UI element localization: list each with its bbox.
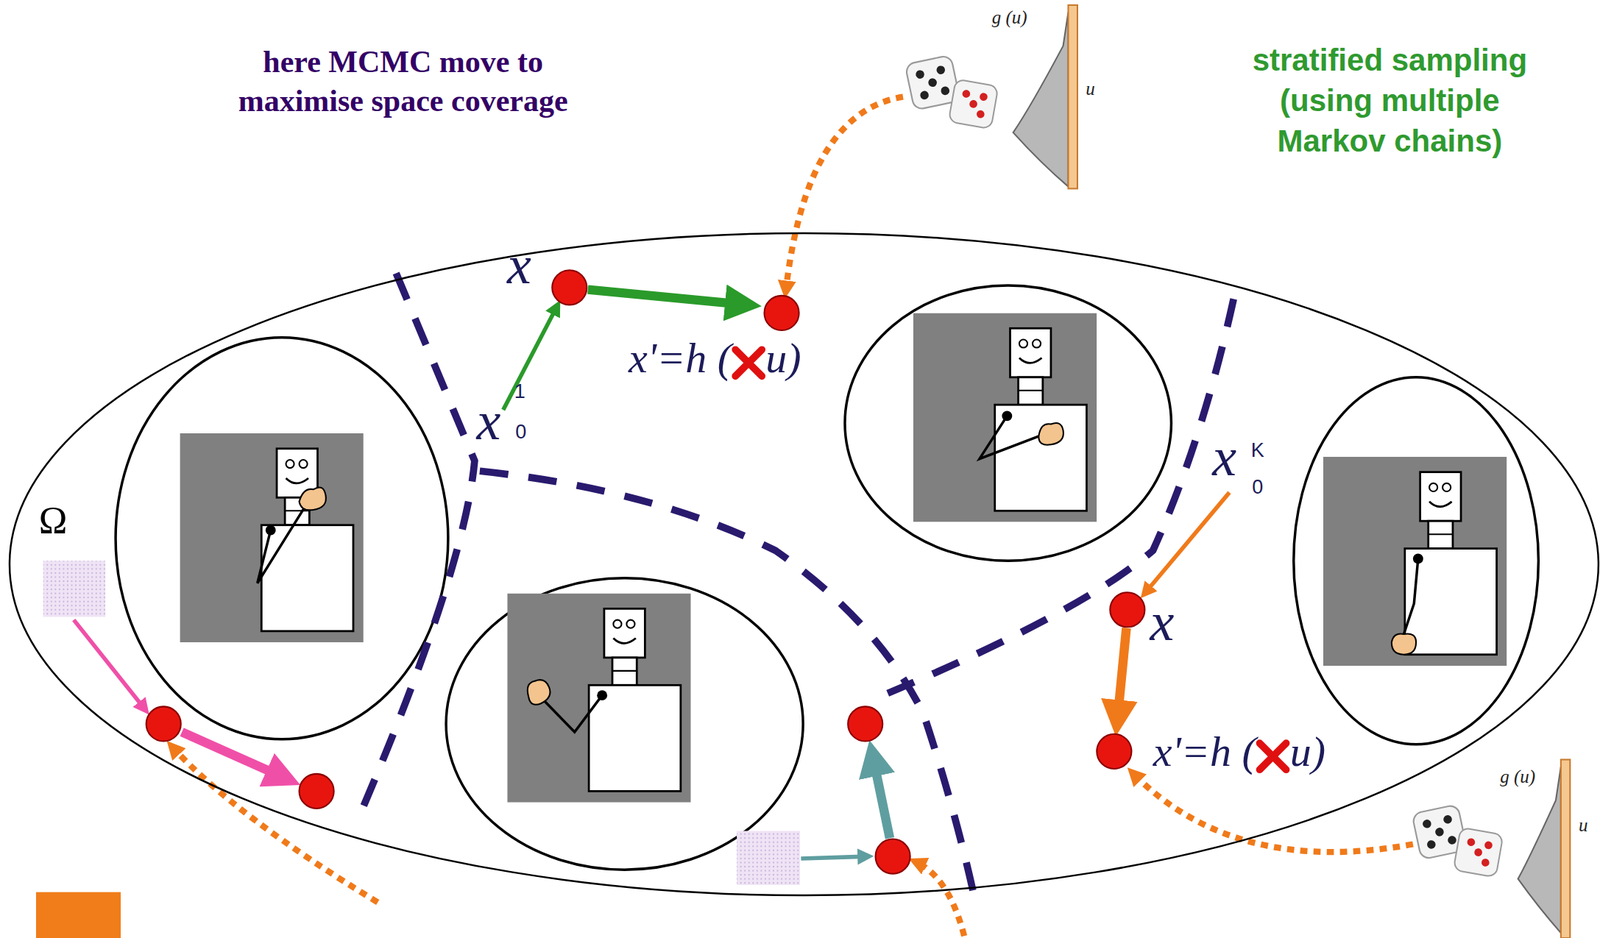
chain-arrow [588,289,748,306]
robot-figure [913,312,1097,522]
logo-square [36,892,121,938]
index-label: K [1251,440,1265,461]
chain-arrow [1144,492,1230,594]
index-label: 0 [515,422,527,443]
robot-figure [265,525,276,536]
region-circles [1293,377,1539,745]
sample-dot [875,839,911,875]
start-square [736,830,800,885]
index-label: 0 [1251,477,1263,498]
ellipse-outline [8,231,1600,898]
state-label: x [1150,594,1175,650]
function-label: g (u) [992,8,1028,27]
robot-figure [1391,634,1417,656]
density-plot [1560,759,1570,938]
axis-label: u [1578,816,1589,835]
logo-square [36,892,121,938]
robot-figure [596,690,608,701]
chain-arrow [73,620,145,711]
dice-icon [948,78,999,129]
robot-figure [257,499,310,584]
density-plot [1518,766,1561,934]
proposal-label: u) [1290,730,1326,774]
robot-figure [299,487,327,511]
robot-figure [1038,423,1064,446]
region-circles [844,285,1171,561]
stratum-boundary [887,285,1237,694]
random-draw-arrow [915,861,965,937]
chain-arrow [872,755,890,840]
sample-dot [1109,592,1145,628]
sample-dot [847,706,883,742]
robot-figure [1001,411,1012,422]
space-symbol: Ω [39,501,68,541]
index-label: 1 [514,381,526,402]
state-label: x [507,237,532,293]
robot-figure [540,695,603,733]
robot-figure [179,312,1507,803]
axis-label: u [1085,79,1096,98]
proposal-label: u) [765,337,801,380]
stratum-boundary [479,471,975,898]
chain-arrow [1117,628,1127,723]
start-square [43,560,800,886]
state-label: x [476,393,501,449]
density-plot [1067,5,1077,189]
heading-text: stratified sampling (using multiple Mark… [1208,40,1571,162]
sample-dot [763,295,799,331]
sample-dot [299,774,335,809]
robot-figure [179,433,363,643]
density-plot [1013,12,1069,187]
proposal-label: x'=h ( [1153,730,1257,774]
space-ellipse: Ω [8,231,1600,898]
ellipse-outline [9,233,1599,896]
stratum-boundary [357,273,475,821]
sample-dot [146,270,1146,874]
robot-figure [507,593,691,803]
dice-icon [1453,827,1504,879]
sample-dot [551,270,587,305]
robot-figure [1413,554,1424,565]
chain-arrow [800,856,867,859]
chain-arrow [73,289,1230,859]
cross-mark [1259,743,1287,770]
random-draw-arrow [1132,772,1414,853]
region-circles [115,285,1539,870]
chain-arrow [503,306,558,410]
region-circles [445,578,803,870]
dice-icon [905,55,1504,879]
region-circles [115,337,449,740]
function-label: g (u) [1499,767,1536,787]
proposal-label: x'=h ( [628,337,732,380]
robot-figure [1323,457,1507,667]
state-label: x [1212,429,1237,485]
robot-figure [1402,558,1419,641]
sample-dot [146,706,182,742]
cross-mark [735,349,1286,770]
start-square [43,560,106,617]
chain-arrow [181,732,288,780]
sample-dot [1096,734,1132,770]
heading-text: here MCMC move to maximise space coverag… [117,42,689,120]
random-draw-arrow [786,97,904,293]
cross-mark [735,349,762,377]
random-draw-arrow [171,97,1414,937]
stratum-boundary [357,273,1238,898]
robot-figure [979,415,1044,459]
robot-figure [527,680,551,706]
